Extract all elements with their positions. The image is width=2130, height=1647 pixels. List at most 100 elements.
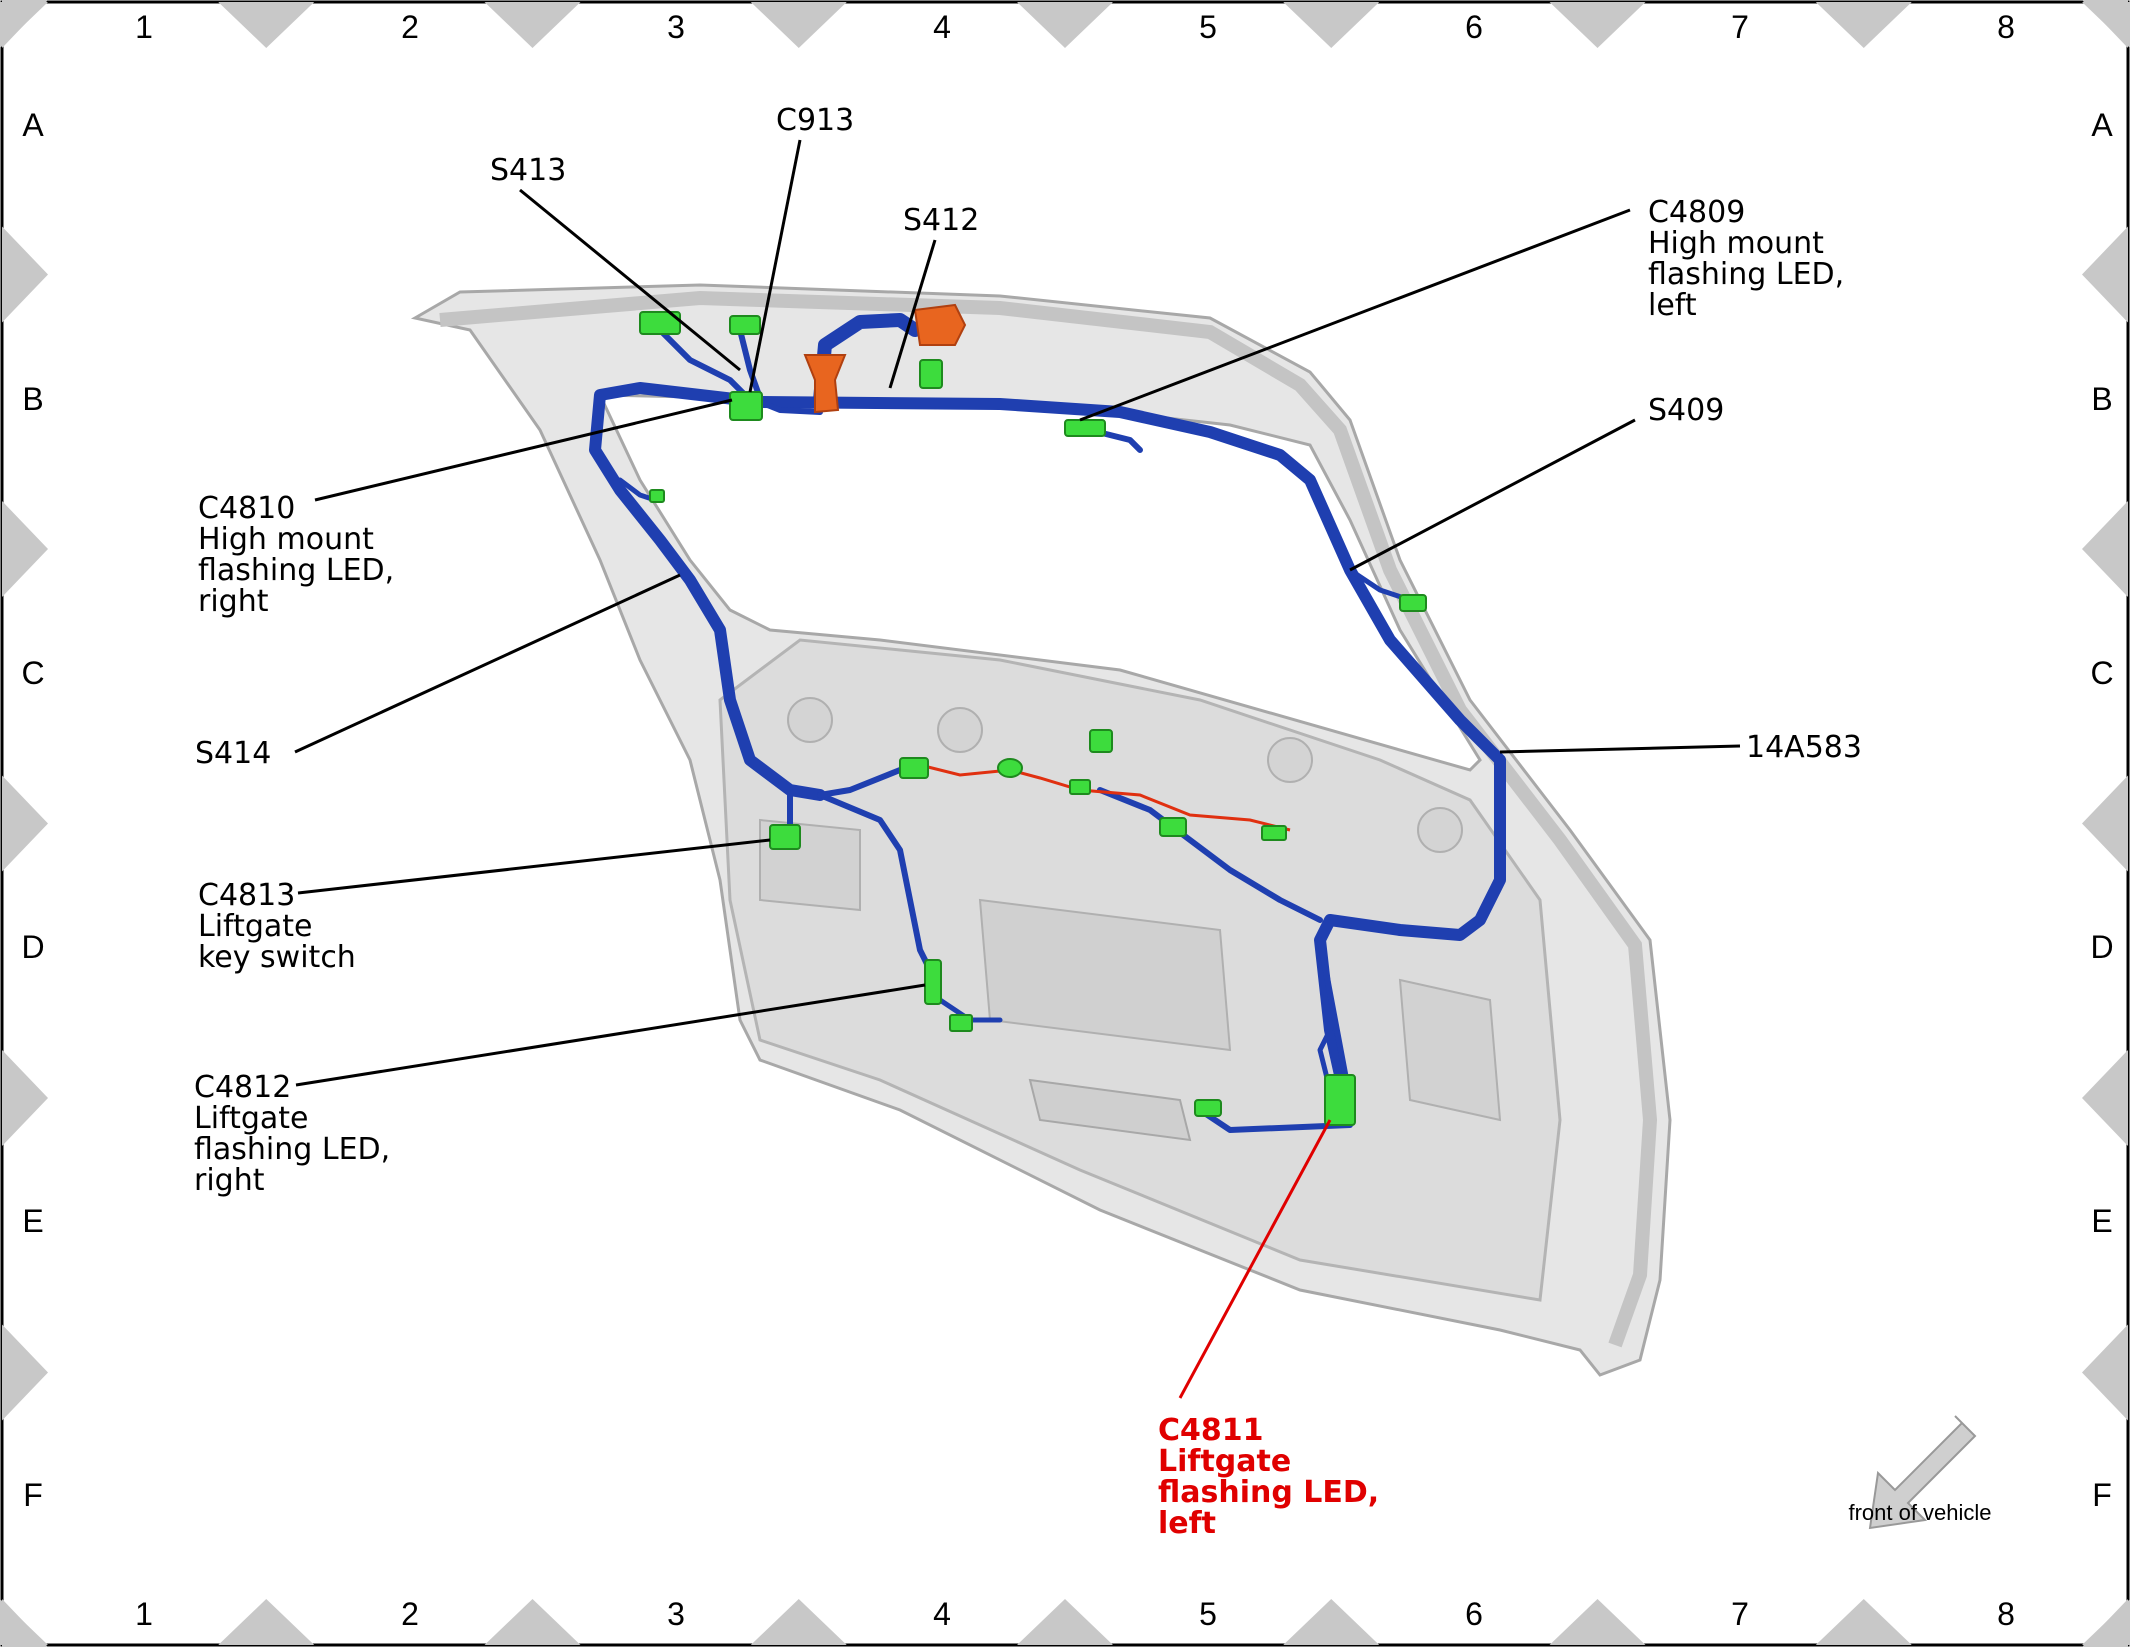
- leader-c4810: [314, 398, 733, 502]
- col-label: 5: [1199, 9, 1217, 45]
- row-labels-right: A B C D E F: [2090, 107, 2113, 1513]
- connector: [1069, 779, 1091, 795]
- row-label: A: [2091, 107, 2113, 143]
- callout-line: left: [1158, 1506, 1216, 1541]
- connector-c4811: [1324, 1074, 1356, 1126]
- grommets: [803, 303, 967, 414]
- col-label: 6: [1465, 9, 1483, 45]
- grid-marker: [2, 0, 48, 48]
- col-label: 4: [933, 9, 951, 45]
- panel-hole: [937, 707, 983, 753]
- connector: [997, 758, 1023, 778]
- window-opening: [597, 393, 1482, 772]
- connector-c4812: [924, 959, 942, 1005]
- col-label: 7: [1731, 9, 1749, 45]
- connector-c4809: [1064, 419, 1106, 437]
- callout-s414: S414: [195, 736, 271, 771]
- harness-main-loop: [754, 396, 1506, 1126]
- panel-hole: [1417, 807, 1463, 853]
- callout-line: High mount: [198, 522, 374, 557]
- row-label: D: [2090, 929, 2113, 965]
- callout-c4811: C4811 Liftgate flashing LED, left: [1158, 1413, 1379, 1541]
- panel-hole: [787, 697, 833, 743]
- callout-line: C4809: [1648, 195, 1745, 230]
- grid-marker: [1283, 2, 1380, 48]
- row-label: A: [22, 107, 44, 143]
- liftgate-panel: [410, 283, 1672, 1377]
- callout-s412: S412: [903, 203, 979, 238]
- row-label: F: [23, 1477, 43, 1513]
- callout-line: Liftgate: [194, 1101, 309, 1136]
- grid-marker: [218, 2, 315, 48]
- grid-marker: [750, 1599, 847, 1645]
- grid-marker: [2, 226, 48, 323]
- column-labels-bottom: 1 2 3 4 5 6 7 8: [135, 1596, 2015, 1632]
- row-label: B: [22, 381, 43, 417]
- handle-recess: [1028, 1078, 1192, 1142]
- col-label: 3: [667, 1596, 685, 1632]
- row-label: C: [21, 655, 44, 691]
- col-label: 5: [1199, 1596, 1217, 1632]
- col-label: 1: [135, 1596, 153, 1632]
- callout-c4812: C4812 Liftgate flashing LED, right: [194, 1070, 390, 1198]
- callout-c4813: C4813 Liftgate key switch: [198, 878, 356, 975]
- callout-line: right: [198, 584, 269, 619]
- grid-marker: [218, 1599, 315, 1645]
- callout-line: flashing LED,: [198, 553, 394, 588]
- row-label: B: [2091, 381, 2112, 417]
- grid-marker: [2082, 226, 2128, 323]
- callout-line: C4810: [198, 491, 295, 526]
- orientation-label: front of vehicle: [1848, 1500, 1991, 1525]
- connector: [1089, 729, 1113, 753]
- grid-marker: [484, 2, 581, 48]
- leader-14a583: [1499, 744, 1741, 754]
- harness-left-run: [589, 382, 826, 801]
- connector: [639, 311, 681, 335]
- harness-top-branch: [737, 327, 763, 401]
- connector: [1194, 1099, 1222, 1117]
- col-label: 4: [933, 1596, 951, 1632]
- callout-c4810: C4810 High mount flashing LED, right: [198, 491, 394, 619]
- leader-c4812: [295, 983, 926, 1087]
- callout-line: left: [1648, 288, 1697, 323]
- harness-top-branch: [657, 327, 748, 398]
- panel-hole: [1267, 737, 1313, 783]
- row-labels-left: A B C D E F: [21, 107, 44, 1513]
- grid-marker: [1815, 1599, 1912, 1645]
- col-label: 8: [1997, 1596, 2015, 1632]
- grid-marker: [2, 1599, 48, 1647]
- connectors: [639, 311, 1427, 1126]
- callout-c913: C913: [776, 103, 854, 138]
- arrow-icon: [1868, 1415, 1977, 1530]
- leader-s412: [888, 239, 937, 389]
- leader-c4809: [1079, 208, 1631, 422]
- col-label: 3: [667, 9, 685, 45]
- connector: [1159, 817, 1187, 837]
- grid-marker: [1283, 1599, 1380, 1645]
- connector: [899, 757, 929, 779]
- connector: [649, 489, 665, 503]
- grommet: [913, 303, 967, 346]
- row-label: C: [2090, 655, 2113, 691]
- grid-marker: [2082, 0, 2128, 48]
- grid-marker: [2, 501, 48, 597]
- leader-c4811: [1178, 1119, 1332, 1399]
- connector: [1261, 825, 1287, 841]
- row-label: E: [22, 1203, 43, 1239]
- grid-marker: [2082, 775, 2128, 872]
- callout-line: C4813: [198, 878, 295, 913]
- grid-marker: [1017, 2, 1113, 48]
- grid-marker: [2, 775, 48, 872]
- callout-s409: S409: [1648, 393, 1724, 428]
- grid-marker: [1815, 2, 1912, 48]
- grommet: [803, 354, 847, 414]
- leader-c913: [748, 139, 802, 393]
- panel-recess: [978, 898, 1232, 1052]
- row-label: F: [2092, 1477, 2112, 1513]
- grid-marker: [484, 1599, 581, 1645]
- callout-14a583: 14A583: [1746, 730, 1862, 765]
- column-labels-top: 1 2 3 4 5 6 7 8: [135, 9, 2015, 45]
- connector: [949, 1014, 973, 1032]
- callout-line: flashing LED,: [1158, 1475, 1379, 1510]
